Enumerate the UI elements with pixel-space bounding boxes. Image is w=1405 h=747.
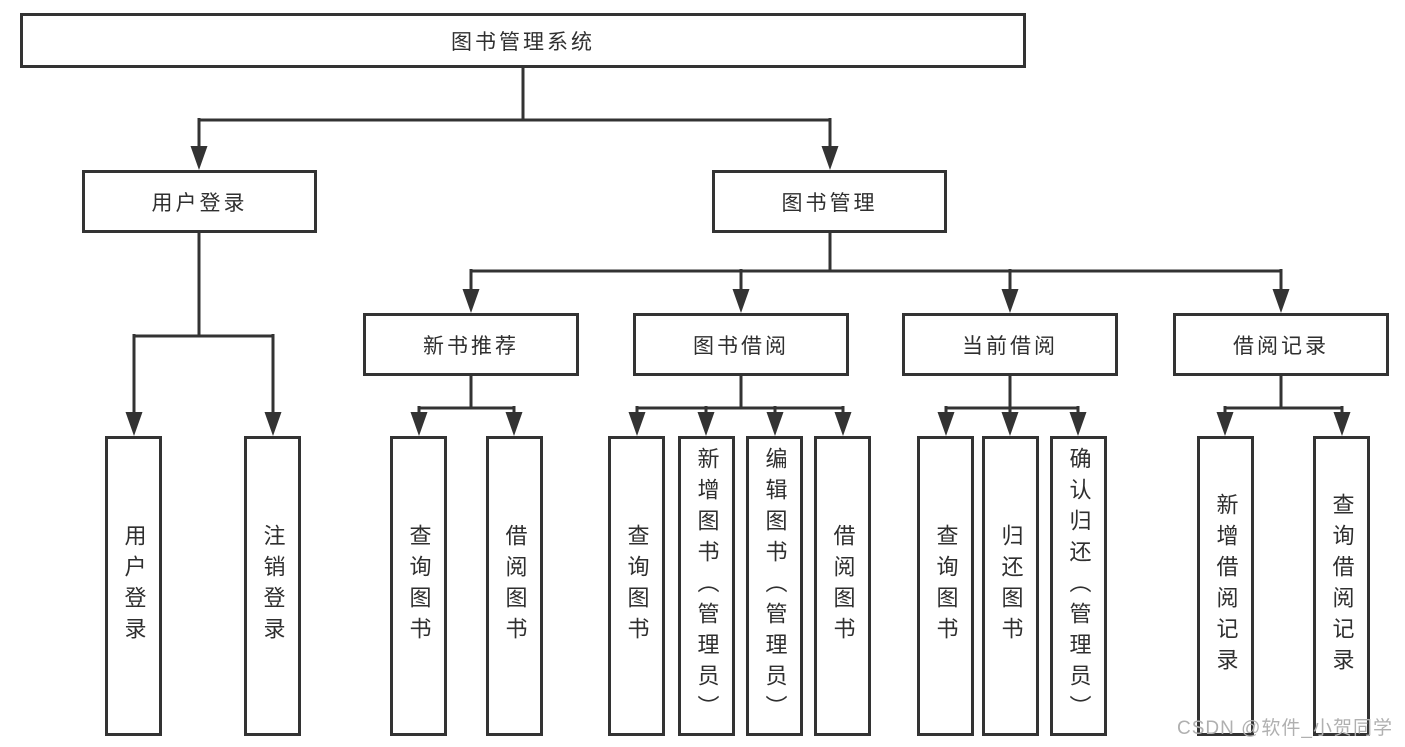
leaf-add-books-admin: 新增图书（管理员） <box>678 436 735 736</box>
node-book-management: 图书管理 <box>712 170 947 233</box>
node-book-management-system-label: 图书管理系统 <box>451 30 595 54</box>
leaf-confirm-return-admin-label: 确认归还（管理员） <box>1066 446 1092 726</box>
leaf-current-query-books-label: 查询图书 <box>933 524 959 648</box>
leaf-add-borrow-record-label: 新增借阅记录 <box>1213 493 1239 679</box>
node-current-borrowing-label: 当前借阅 <box>962 334 1058 358</box>
node-borrowing-records-label: 借阅记录 <box>1233 334 1329 358</box>
leaf-user-login: 用户登录 <box>105 436 162 736</box>
leaf-user-login-label: 用户登录 <box>121 524 147 648</box>
node-new-book-recommend-label: 新书推荐 <box>423 334 519 358</box>
node-book-management-system: 图书管理系统 <box>20 13 1026 68</box>
leaf-logout-login-label: 注销登录 <box>260 524 286 648</box>
leaf-current-query-books: 查询图书 <box>917 436 974 736</box>
leaf-confirm-return-admin: 确认归还（管理员） <box>1050 436 1107 736</box>
node-current-borrowing: 当前借阅 <box>902 313 1118 376</box>
node-book-borrowing-label: 图书借阅 <box>693 334 789 358</box>
node-book-management-label: 图书管理 <box>781 191 878 215</box>
node-user-login: 用户登录 <box>82 170 317 233</box>
node-user-login-label: 用户登录 <box>151 191 248 215</box>
leaf-edit-books-admin-label: 编辑图书（管理员） <box>762 446 788 726</box>
leaf-add-borrow-record: 新增借阅记录 <box>1197 436 1254 736</box>
connector-paths <box>132 68 1344 416</box>
csdn-watermark: CSDN @软件_小贺同学 <box>1177 718 1393 739</box>
leaf-return-books-label: 归还图书 <box>998 524 1024 648</box>
leaf-add-books-admin-label: 新增图书（管理员） <box>694 446 720 726</box>
arrowhead-icons <box>125 146 1351 436</box>
leaf-borrowing-borrow-books: 借阅图书 <box>814 436 871 736</box>
leaf-edit-books-admin: 编辑图书（管理员） <box>746 436 803 736</box>
leaf-borrowing-borrow-books-label: 借阅图书 <box>830 524 856 648</box>
node-new-book-recommend: 新书推荐 <box>363 313 579 376</box>
leaf-logout-login: 注销登录 <box>244 436 301 736</box>
leaf-recommend-query-books: 查询图书 <box>390 436 447 736</box>
leaf-recommend-borrow-books: 借阅图书 <box>486 436 543 736</box>
node-book-borrowing: 图书借阅 <box>633 313 849 376</box>
leaf-borrowing-query-books-label: 查询图书 <box>624 524 650 648</box>
leaf-query-borrow-record: 查询借阅记录 <box>1313 436 1370 736</box>
leaf-borrowing-query-books: 查询图书 <box>608 436 665 736</box>
leaf-recommend-query-books-label: 查询图书 <box>406 524 432 648</box>
node-borrowing-records: 借阅记录 <box>1173 313 1389 376</box>
leaf-query-borrow-record-label: 查询借阅记录 <box>1329 493 1355 679</box>
leaf-return-books: 归还图书 <box>982 436 1039 736</box>
leaf-recommend-borrow-books-label: 借阅图书 <box>502 524 528 648</box>
